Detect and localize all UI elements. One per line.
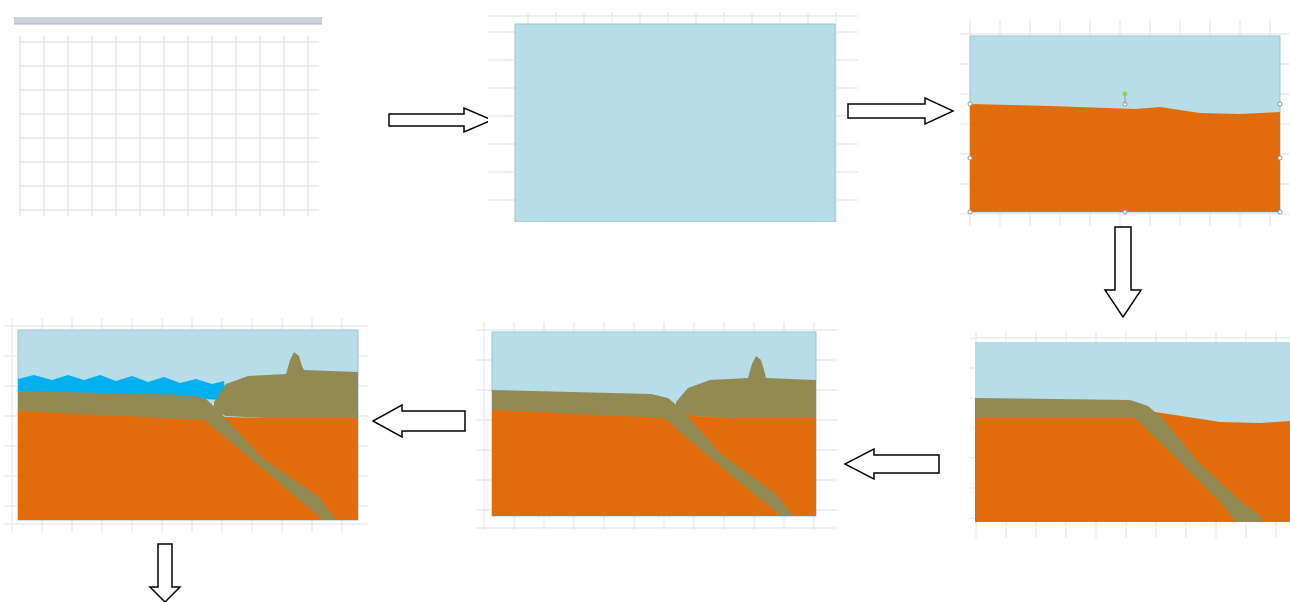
mantle-shape <box>492 408 816 516</box>
step-3-panel <box>960 20 1290 226</box>
mantle-layer-canvas <box>960 20 1290 226</box>
step-6-panel <box>4 318 368 532</box>
down-arrow-1 <box>1101 224 1145 320</box>
right-arrow-2 <box>845 96 957 126</box>
ruler-toolbar <box>14 17 322 24</box>
left-arrow-1 <box>842 447 942 481</box>
oceanic-plate-shape <box>492 390 794 516</box>
mantle-shape <box>970 104 1280 212</box>
oceanic-plate-shape <box>18 391 336 520</box>
continental-plate-shape <box>214 352 358 418</box>
step-4-panel <box>970 332 1290 538</box>
grid-lines <box>19 36 319 216</box>
step-2-panel <box>488 12 858 222</box>
continental-plate-canvas <box>476 322 838 530</box>
mantle-shape <box>18 410 358 520</box>
right-arrow-icon <box>388 106 494 134</box>
left-arrow-icon <box>371 403 466 439</box>
sky-background-canvas <box>488 12 858 222</box>
down-arrow-icon <box>148 543 182 602</box>
rotation-handle <box>1122 91 1128 97</box>
ocean-water-shape <box>18 375 226 400</box>
down-arrow-icon <box>1103 226 1143 319</box>
step-5-panel <box>476 322 838 530</box>
ocean-water-canvas <box>4 318 368 532</box>
step-1-panel <box>14 14 322 216</box>
oceanic-plate-shape <box>975 398 1262 522</box>
mantle-shape <box>975 412 1290 522</box>
left-arrow-icon <box>843 447 940 481</box>
left-arrow-2 <box>370 403 470 439</box>
right-arrow-1 <box>386 106 496 134</box>
down-arrow-2 <box>146 542 186 602</box>
continental-plate-shape <box>676 356 816 418</box>
selection-handles <box>967 101 1283 215</box>
sky-rectangle <box>514 23 836 222</box>
oceanic-plate-canvas <box>970 332 1290 538</box>
empty-grid-canvas <box>14 14 322 216</box>
right-arrow-icon <box>847 96 955 126</box>
